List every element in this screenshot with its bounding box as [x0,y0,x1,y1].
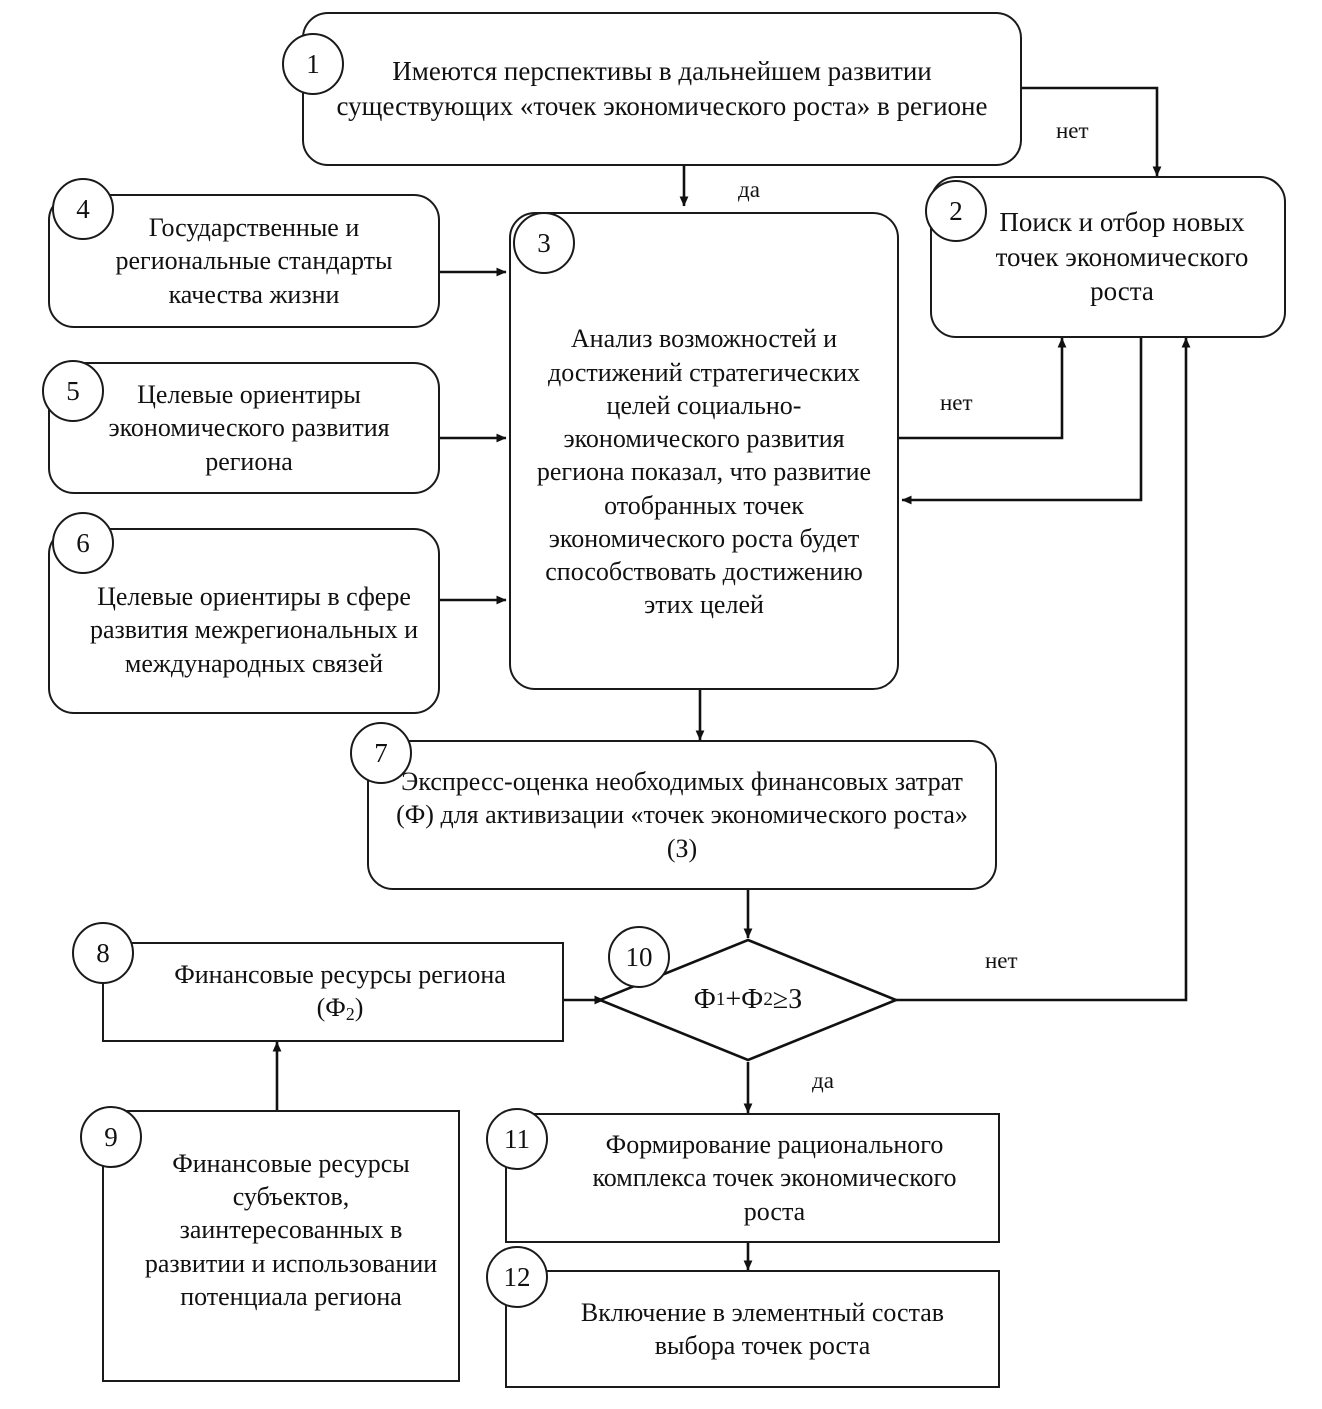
node-3-box[interactable]: Анализ возможностей и достижений стратег… [509,212,899,690]
node-4-text: Государственные и региональные стандарты… [115,213,393,309]
node-6-badge: 6 [52,512,114,574]
node-8-badge: 8 [72,922,134,984]
node-1-text: Имеются перспективы в дальнейшем развити… [336,56,988,121]
node-9-badge: 9 [80,1106,142,1168]
edge-10-to-2 [893,337,1191,1002]
node-1-box[interactable]: Имеются перспективы в дальнейшем развити… [302,12,1022,166]
edge-label-yes-1-to-3: да [738,177,760,202]
node-8-line1: Финансовые ресурсы региона [174,960,506,990]
node-11-box[interactable]: Формирование рационального комплекса точ… [505,1113,1000,1243]
node-11-text: Формирование рационального комплекса точ… [592,1130,957,1226]
node-12-box[interactable]: Включение в элементный состав выбора точ… [505,1270,1000,1388]
node-2-box[interactable]: Поиск и отбор новых точек экономического… [930,176,1286,338]
edge-label-no-3-to-2: нет [940,390,973,415]
node-8-text: Финансовые ресурсы региона (Ф2) [104,956,562,1028]
node-2-text: Поиск и отбор новых точек экономического… [995,207,1249,307]
node-7-box[interactable]: Экспресс-оценка необходимых финансовых з… [367,740,997,890]
node-5-text: Целевые ориентиры экономического развити… [108,380,390,476]
edge-2-to-3 [901,338,1143,505]
node-10-badge: 10 [608,926,670,988]
node-3-text: Анализ возможностей и достижений стратег… [536,324,872,620]
node-12-badge: 12 [486,1246,548,1308]
node-3-badge: 3 [513,212,575,274]
node-12-text: Включение в элементный состав выбора точ… [580,1297,945,1360]
node-4-badge: 4 [52,178,114,240]
node-5-box[interactable]: Целевые ориентиры экономического развити… [48,362,440,494]
node-9-text: Финансовые ресурсы субъектов, заинтересо… [144,1148,438,1311]
node-6-box[interactable]: Целевые ориентиры в сфере развития межре… [48,528,440,714]
node-6-text: Целевые ориентиры в сфере развития межре… [89,582,419,678]
node-4-box[interactable]: Государственные и региональные стандарты… [48,194,440,328]
node-5-badge: 5 [42,360,104,422]
node-7-badge: 7 [350,722,412,784]
edge-3-to-2 [898,337,1067,440]
node-7-text: Экспресс-оценка необходимых финансовых з… [396,767,968,863]
node-11-badge: 11 [486,1108,548,1170]
edge-label-no-1-to-2: нет [1056,118,1089,143]
node-2-badge: 2 [925,180,987,242]
node-8-box[interactable]: Финансовые ресурсы региона (Ф2) [102,942,564,1042]
node-1-badge: 1 [282,33,344,95]
node-9-box[interactable]: Финансовые ресурсы субъектов, заинтересо… [102,1110,460,1382]
node-8-line2: (Ф2) [316,993,364,1025]
edge-label-no-10-to-2: нет [985,948,1018,973]
edge-1-to-2 [1022,86,1162,177]
edge-label-yes-10-to-11: да [812,1068,834,1093]
